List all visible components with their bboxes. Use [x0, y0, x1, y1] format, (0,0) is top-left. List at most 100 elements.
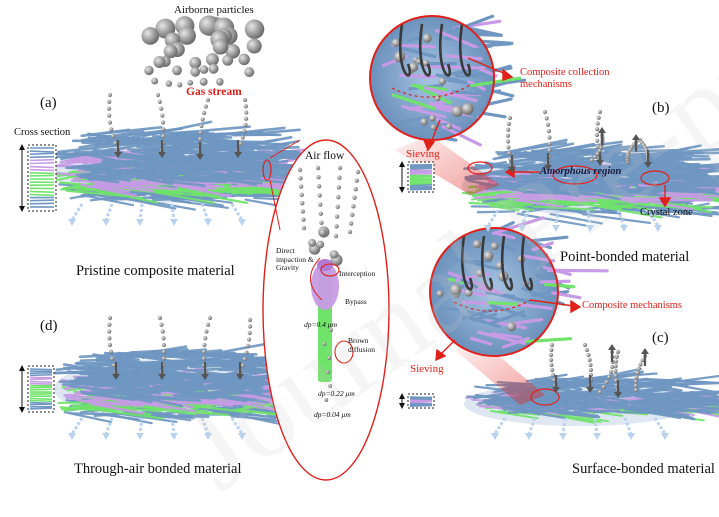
particle — [144, 66, 153, 75]
outflow-arrow — [72, 204, 82, 220]
stream-dot — [590, 158, 594, 162]
fiber — [663, 175, 708, 176]
arrowhead — [491, 433, 499, 440]
inset-fiber — [30, 191, 54, 192]
inset-fiber — [30, 173, 54, 174]
stream-dot — [634, 375, 638, 379]
stream-dot — [352, 196, 356, 200]
particle — [222, 55, 233, 66]
stream-dot — [161, 127, 165, 131]
inset-fiber — [30, 195, 54, 196]
stream-dot — [605, 380, 609, 384]
airborne-particles-label: Airborne particles — [174, 4, 254, 16]
arrowhead — [68, 433, 76, 440]
arrowhead — [399, 393, 405, 399]
arrowhead — [204, 219, 212, 226]
arrowhead — [136, 433, 144, 440]
air-flow-label: Air flow — [305, 150, 344, 162]
stream-dot — [198, 137, 202, 141]
stream-dot — [583, 343, 587, 347]
arrowhead — [654, 225, 662, 232]
inset-fiber — [30, 203, 54, 204]
stream-dot — [318, 202, 322, 206]
fiber — [202, 353, 234, 354]
stream-dot — [161, 336, 165, 340]
arrowhead — [598, 127, 606, 133]
particle — [319, 229, 326, 236]
particle — [437, 290, 444, 297]
panel-c-label: (c) — [652, 330, 669, 347]
particle — [178, 27, 196, 45]
stream-dot — [202, 356, 206, 360]
stream-dot — [355, 178, 359, 182]
fiber — [532, 192, 590, 194]
stream-dot — [506, 145, 510, 149]
stream-dot — [202, 111, 206, 115]
arrowhead — [19, 206, 25, 212]
arrowhead — [552, 225, 560, 232]
inset-fiber — [30, 382, 52, 383]
panel-a-label: (a) — [40, 95, 57, 112]
arrowhead — [170, 433, 178, 440]
stream-dot — [298, 168, 302, 172]
stream-dot — [318, 193, 322, 197]
brown-diffusion-label: Brown diffusion — [348, 337, 382, 354]
fiber — [232, 196, 286, 197]
interception-label: Interception — [339, 270, 375, 279]
stream-dot — [609, 370, 613, 374]
stream-dot — [110, 356, 114, 360]
crystal-zone-label: Crystal zone — [640, 207, 693, 218]
stream-dot — [597, 116, 601, 120]
stream-dot — [107, 336, 111, 340]
outflow-arrow — [232, 204, 242, 220]
stream-dot — [607, 375, 611, 379]
arrowhead — [608, 344, 616, 350]
inset-fiber — [30, 160, 54, 161]
composite-mechanisms-label: Composite mechanisms — [582, 300, 682, 311]
stream-dot — [549, 363, 553, 367]
stream-dot — [208, 316, 212, 320]
stream-dot — [161, 120, 165, 124]
stream-dot — [316, 166, 320, 170]
fiber — [103, 162, 136, 163]
stream-dot — [349, 221, 353, 225]
stream-dot — [351, 204, 355, 208]
stream-dot — [199, 124, 203, 128]
arrowhead — [238, 219, 246, 226]
outflow-arrow — [495, 418, 505, 434]
inset-fiber — [30, 389, 52, 390]
stream-dot — [334, 224, 338, 228]
stream-dot — [300, 193, 304, 197]
stream-dot — [204, 329, 208, 333]
stream-dot — [243, 123, 247, 127]
zoom-circle-b — [370, 16, 525, 145]
inset-fiber — [30, 387, 52, 388]
arrowhead — [593, 433, 601, 440]
outflow-arrow — [72, 418, 82, 434]
stream-dot — [107, 100, 111, 104]
fiber — [670, 159, 710, 160]
fiber — [58, 154, 95, 155]
stream-dot — [203, 336, 207, 340]
outflow-arrow — [140, 204, 142, 220]
stream-dot — [543, 110, 547, 114]
inset-fiber — [30, 163, 54, 164]
stream-dot — [614, 374, 618, 378]
arrowhead — [627, 433, 635, 440]
particle — [166, 80, 173, 87]
stream-dot — [108, 316, 112, 320]
particle — [322, 342, 326, 346]
bypass-label: Bypass — [345, 298, 367, 307]
inset-fiber — [30, 404, 52, 405]
inset-fiber — [30, 167, 54, 168]
stream-dot — [586, 353, 590, 357]
inset-fiber — [410, 405, 432, 406]
particle — [327, 356, 331, 360]
fiber — [545, 284, 573, 286]
stream-dot — [248, 331, 252, 335]
arrowhead — [620, 225, 628, 232]
stream-dot — [588, 363, 592, 367]
inset-fiber — [410, 189, 432, 190]
stream-dot — [113, 141, 117, 145]
particle — [187, 80, 193, 86]
